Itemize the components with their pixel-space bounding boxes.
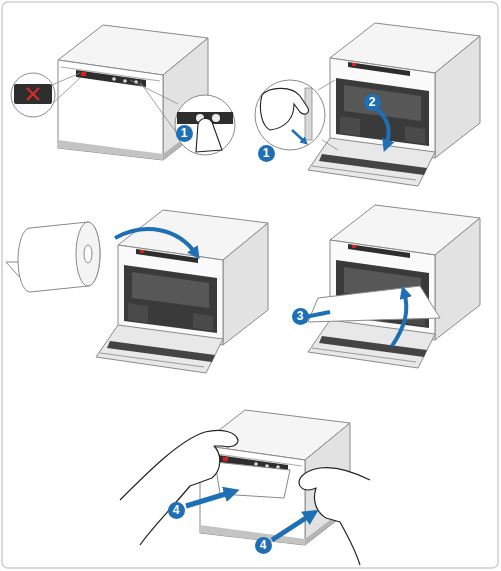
zoom-lever — [255, 80, 338, 150]
callout-number: 2 — [364, 94, 381, 111]
callout-number: 1 — [258, 145, 275, 162]
open-arrow — [376, 108, 389, 146]
pull-arrows — [300, 292, 406, 346]
closed-printer — [58, 25, 208, 160]
paper-roll — [6, 222, 100, 292]
hands — [120, 430, 370, 565]
open-printer — [308, 205, 480, 368]
callout-number: 3 — [292, 308, 309, 325]
zoom-indicator — [11, 73, 80, 117]
open-printer — [96, 210, 268, 373]
push-arrows — [186, 492, 312, 540]
zoom-button — [130, 80, 235, 155]
callout-number: 4 — [255, 537, 272, 554]
open-printer — [308, 23, 480, 186]
callout-number: 4 — [168, 502, 185, 519]
insert-arrow — [115, 229, 196, 254]
callout-number: 1 — [176, 125, 193, 142]
paper-sheet — [308, 286, 440, 322]
